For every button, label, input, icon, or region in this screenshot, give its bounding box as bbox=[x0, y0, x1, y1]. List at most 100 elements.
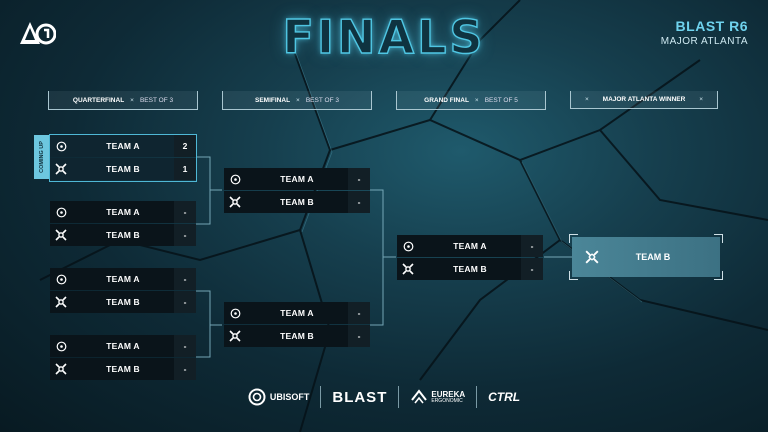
team-row[interactable]: TEAM B - bbox=[224, 325, 370, 347]
team-row[interactable]: TEAM A- bbox=[50, 201, 196, 223]
round-format: BEST OF 5 bbox=[484, 96, 518, 104]
team-row[interactable]: TEAM A - bbox=[224, 168, 370, 190]
ubisoft-text: UBISOFT bbox=[269, 392, 310, 402]
team-score: - bbox=[348, 325, 370, 347]
team-row[interactable]: TEAM A - bbox=[50, 335, 196, 357]
sponsor-divider bbox=[320, 386, 322, 408]
team-row[interactable]: TEAM B- bbox=[224, 191, 370, 213]
eureka-text: EUREKA bbox=[431, 389, 466, 399]
x-cross-icon bbox=[50, 224, 72, 246]
round-separator: × bbox=[296, 96, 300, 104]
team-name: TEAM A bbox=[453, 241, 487, 251]
team-score: 1 bbox=[174, 158, 196, 180]
round-header-semifinal: SEMIFINAL × BEST OF 3 bbox=[222, 91, 372, 110]
r6-logo bbox=[20, 22, 56, 45]
frame-corner bbox=[569, 271, 578, 280]
team-score: 2 bbox=[174, 135, 196, 157]
round-separator: × bbox=[474, 96, 479, 104]
team-name: TEAM A bbox=[280, 308, 314, 318]
match-qf4[interactable]: TEAM A - TEAM B - bbox=[50, 335, 196, 381]
team-row[interactable]: TEAM A - bbox=[50, 268, 196, 290]
ubisoft-logo: UBISOFT bbox=[248, 388, 310, 406]
x-cross-icon bbox=[224, 191, 246, 213]
team-score: - bbox=[174, 358, 196, 380]
event-brand: BLAST R6 MAJOR ATLANTA bbox=[661, 18, 748, 47]
circle-dot-icon bbox=[50, 135, 72, 157]
team-name: TEAM B bbox=[106, 364, 140, 374]
team-score: - bbox=[174, 291, 196, 313]
winner-card[interactable]: TEAM B bbox=[569, 234, 723, 280]
blast-logo: BLAST bbox=[332, 389, 387, 406]
page-title: FINALS bbox=[282, 9, 486, 64]
team-name: TEAM B bbox=[453, 264, 487, 274]
team-score: - bbox=[521, 235, 543, 257]
team-name: TEAM B bbox=[106, 230, 140, 240]
circle-dot-icon bbox=[50, 268, 72, 290]
match-sf1[interactable]: TEAM A - TEAM B- bbox=[224, 168, 370, 214]
team-row[interactable]: TEAM B - bbox=[50, 358, 196, 380]
team-score: - bbox=[521, 258, 543, 280]
team-score: - bbox=[174, 268, 196, 290]
team-score: - bbox=[174, 335, 196, 357]
team-row[interactable]: TEAM B - bbox=[397, 258, 543, 280]
ctrl-logo: CTRL bbox=[488, 390, 520, 404]
round-header-grand-final: GRAND FINAL×BEST OF 5 bbox=[396, 91, 546, 110]
match-grand-final[interactable]: TEAM A - TEAM B - bbox=[397, 235, 543, 281]
x-cross-icon bbox=[572, 250, 612, 264]
team-name: TEAM A bbox=[106, 341, 140, 351]
ctrl-text: CTRL bbox=[488, 390, 521, 404]
frame-corner bbox=[714, 271, 723, 280]
team-name: TEAM B bbox=[280, 331, 314, 341]
circle-dot-icon bbox=[224, 302, 246, 324]
team-name: TEAM A bbox=[280, 174, 314, 184]
team-row[interactable]: TEAM B - bbox=[50, 291, 196, 313]
ubisoft-swirl-icon bbox=[248, 388, 266, 406]
round-header-quarterfinal: QUARTERFINAL × BEST OF 3 bbox=[48, 91, 198, 110]
x-cross-icon bbox=[397, 258, 419, 280]
team-score: - bbox=[348, 302, 370, 324]
round-separator: × bbox=[585, 96, 589, 103]
match-qf2[interactable]: TEAM A- TEAM B - bbox=[50, 201, 196, 247]
team-row[interactable]: TEAM A - bbox=[397, 235, 543, 257]
team-name: TEAM A bbox=[106, 274, 140, 284]
team-name: TEAM B bbox=[280, 197, 314, 207]
match-sf2[interactable]: TEAM A - TEAM B - bbox=[224, 302, 370, 348]
x-cross-icon bbox=[50, 358, 72, 380]
coming-up-label: COMING UP bbox=[38, 141, 45, 173]
coming-up-badge: COMING UP bbox=[34, 135, 49, 179]
team-row[interactable]: TEAM B 1 bbox=[50, 158, 196, 180]
team-name: TEAM A bbox=[106, 141, 140, 151]
match-qf1[interactable]: TEAM A 2 TEAM B 1 bbox=[50, 135, 196, 181]
team-name: TEAM B bbox=[106, 164, 140, 174]
round-name: SEMIFINAL bbox=[255, 96, 291, 104]
sponsor-bar: UBISOFT BLAST EUREKA ERGONOMIC CTRL bbox=[0, 386, 768, 408]
brand-event: MAJOR ATLANTA bbox=[660, 36, 748, 47]
sponsor-divider bbox=[398, 386, 400, 408]
team-row[interactable]: TEAM A - bbox=[224, 302, 370, 324]
frame-corner bbox=[569, 234, 578, 243]
round-separator: × bbox=[130, 96, 134, 104]
circle-dot-icon bbox=[397, 235, 419, 257]
team-name: TEAM B bbox=[106, 297, 140, 307]
team-score: - bbox=[174, 201, 196, 223]
round-separator: × bbox=[699, 96, 703, 103]
eureka-sub-text: ERGONOMIC bbox=[431, 397, 463, 404]
round-format: BEST OF 3 bbox=[139, 96, 174, 104]
team-row[interactable]: TEAM A 2 bbox=[50, 135, 196, 157]
blast-text: BLAST bbox=[332, 388, 388, 406]
circle-dot-icon bbox=[50, 201, 72, 223]
match-qf3[interactable]: TEAM A - TEAM B - bbox=[50, 268, 196, 314]
team-score: - bbox=[348, 168, 370, 190]
x-cross-icon bbox=[50, 158, 72, 180]
circle-dot-icon bbox=[50, 335, 72, 357]
x-cross-icon bbox=[224, 325, 246, 347]
round-format: BEST OF 3 bbox=[305, 96, 339, 104]
team-row[interactable]: TEAM B - bbox=[50, 224, 196, 246]
winner-team-name: TEAM B bbox=[635, 252, 671, 262]
x-cross-icon bbox=[50, 291, 72, 313]
round-name: QUARTERFINAL bbox=[72, 96, 125, 104]
team-score: - bbox=[174, 224, 196, 246]
brand-name: BLAST R6 bbox=[675, 18, 748, 34]
eureka-logo: EUREKA ERGONOMIC bbox=[410, 388, 465, 406]
frame-corner bbox=[714, 234, 723, 243]
